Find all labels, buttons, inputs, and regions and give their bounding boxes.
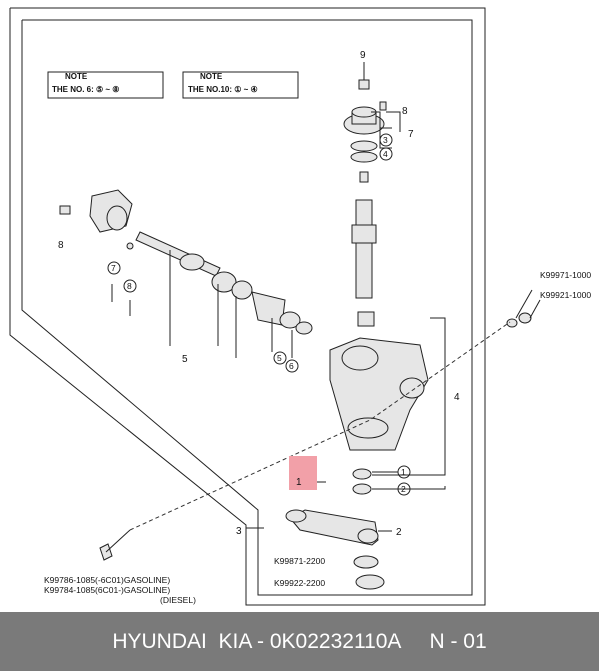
seal-2 [352,483,372,495]
housing-port [341,345,379,371]
small-ball [126,242,134,250]
footer-part-number: HYUNDAI KIA - 0K02232110A N - 01 [112,630,487,653]
code-k99921-1000: K99921-1000 [540,290,591,300]
pitman-arm-eye [285,509,307,523]
code-bolt-line-2: K99784-1085(6C01-)GASOLINE) [44,585,170,595]
pitman-arm-hub [357,528,379,544]
callout-7-left: 7 [111,263,116,273]
callout-4-small: 4 [383,149,388,159]
callout-7: 7 [408,129,414,140]
ball-nut-1 [179,253,205,271]
shaft-body [355,199,373,299]
callout-3-small: 3 [383,135,388,145]
code-bolt-line-1: K99786-1085(-6C01)GASOLINE) [44,575,170,585]
worm-assembly [59,189,313,335]
washer-right-1 [506,318,518,328]
seal-1 [352,468,372,480]
top-cover-assembly [343,62,387,183]
top-nut [358,79,370,90]
note-box-2: NOTE THE NO.10: ① ~ ④ [182,71,299,99]
callout-8-left: 8 [58,240,64,251]
callout-4-group: 4 [454,392,460,403]
pitman-arm-body [289,509,379,546]
sector-shaft [351,199,377,327]
worm-shaft [135,231,221,277]
footer-bar: HYUNDAI KIA - 0K02232110A N - 01 [0,612,599,671]
note-2-text: THE NO.10: ① ~ ④ [188,85,258,94]
callout-1-circle: 1 [401,467,406,477]
note-2-title: NOTE [200,72,223,81]
callout-5: 5 [182,354,188,365]
exploded-diagram: NOTE THE NO. 6: ⑤ ~ ⑧ NOTE THE NO.10: ① … [9,7,591,606]
housing-bottom [347,417,389,439]
callout-8-left-2: 8 [127,281,132,291]
code-k99971-1000: K99971-1000 [540,270,591,280]
seal-ring-2 [350,151,378,163]
bearing-1 [231,280,253,300]
washer-2 [355,574,385,590]
inner-frame [21,19,473,596]
top-bolt [379,101,387,111]
note-1-text: THE NO. 6: ⑤ ~ ⑧ [52,85,119,94]
outer-frame [9,7,486,606]
callout-9: 9 [360,50,366,61]
small-cap [359,171,369,183]
note-1-title: NOTE [65,72,88,81]
code-k99871-2200: K99871-2200 [274,556,325,566]
cover-bolt [59,205,71,215]
pitman-arm [285,509,385,590]
shaft-spline [351,224,377,244]
washer-1 [353,555,379,569]
callout-3-arm: 3 [236,526,242,537]
shaft-bushing [357,311,375,327]
code-k99922-2200: K99922-2200 [274,578,325,588]
washer-right-2 [518,312,532,324]
bolt-shaft [105,529,131,553]
seal-ring-1 [350,140,378,152]
mounting-bolt [99,529,131,561]
highlight-marker [289,456,317,490]
callout-8-top: 8 [402,106,408,117]
adjuster-ring [295,321,313,335]
gear-housing [329,337,429,495]
note-box-1: NOTE THE NO. 6: ⑤ ~ ⑧ [47,71,164,99]
code-bolt-line-3: (DIESEL) [160,595,196,605]
callout-2-circle: 2 [401,484,406,494]
housing-side-port [399,377,425,399]
cover-seal [106,205,128,231]
adjuster-seal [279,311,301,329]
callout-1-marker: 1 [296,477,302,488]
callout-5-right: 5 [277,353,282,363]
callout-6-right: 6 [289,361,294,371]
callout-2-arm: 2 [396,527,402,538]
